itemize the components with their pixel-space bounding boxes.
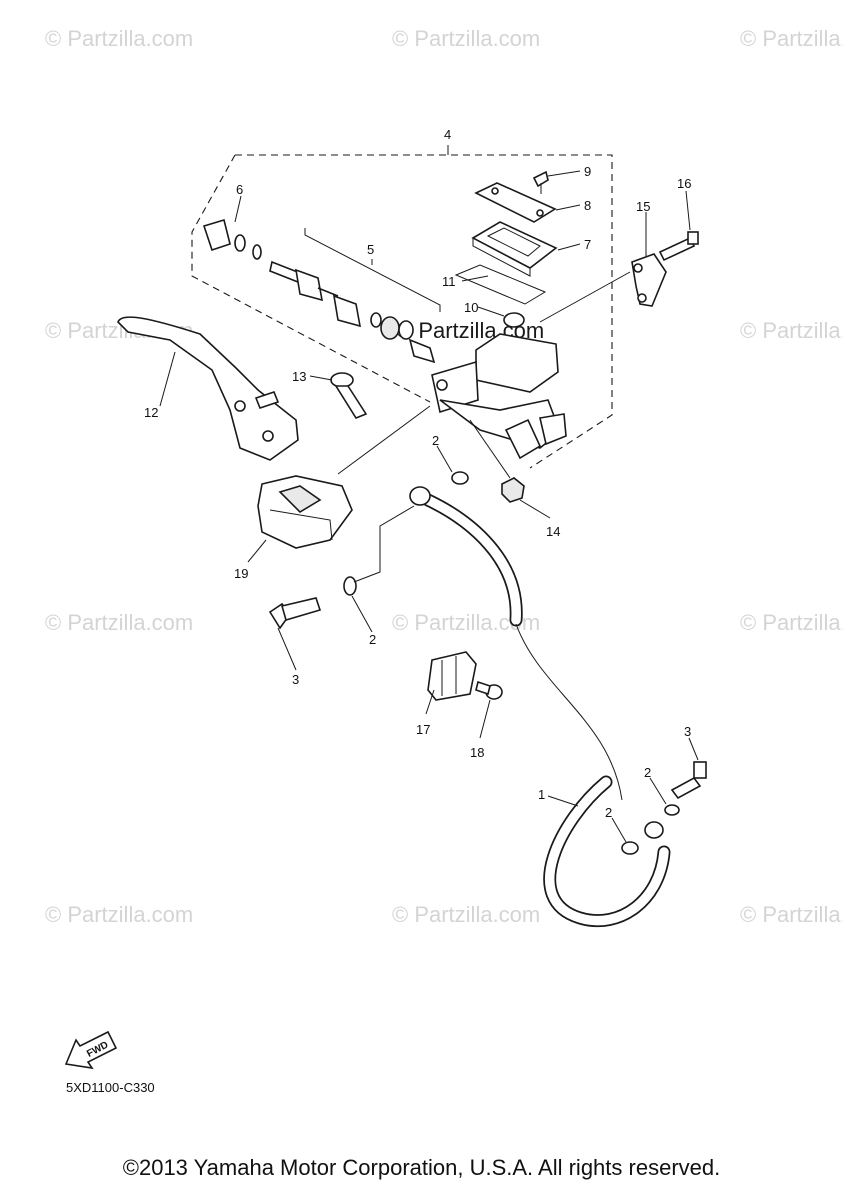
leader-lines [159, 170, 699, 843]
callout-6: 6 [236, 182, 243, 197]
callout-15: 15 [636, 199, 650, 214]
nut-part-14 [501, 477, 525, 503]
holder-part-15 [631, 253, 667, 307]
callout-2: 2 [369, 632, 376, 647]
banjo-bolt-part-3-lower [670, 761, 707, 800]
banjo-bolt-part-3-upper [268, 597, 322, 630]
callout-9: 9 [584, 164, 591, 179]
callout-1: 1 [538, 787, 545, 802]
callout-16: 16 [677, 176, 691, 191]
assembly-boundary [191, 145, 613, 469]
diaphragm-part-10 [503, 312, 525, 328]
watermark: © Partzilla.com [740, 26, 843, 51]
callout-18: 18 [470, 745, 484, 760]
master-cylinder-body-part-4 [431, 333, 567, 460]
piston-kit-part-5 [269, 260, 436, 364]
callout-13: 13 [292, 369, 306, 384]
washers-part-2 [343, 471, 680, 855]
callout-8: 8 [584, 198, 591, 213]
clamp-part-17 [427, 651, 477, 701]
pivot-bolt-part-13 [330, 372, 368, 419]
callout-bracket-5 [304, 228, 441, 312]
callout-numbers: 4 6 5 9 8 7 11 10 15 16 12 13 2 14 19 2 … [144, 127, 691, 820]
callout-17: 17 [416, 722, 430, 737]
callout-3: 3 [292, 672, 299, 687]
callout-2: 2 [605, 805, 612, 820]
watermark: © Partzilla.com [45, 610, 193, 635]
clutch-hose-part-1 [409, 486, 671, 928]
watermark: © Partzilla.com [740, 318, 843, 343]
callout-14: 14 [546, 524, 560, 539]
watermark: © Partzilla.com [740, 902, 843, 927]
callout-4: 4 [444, 127, 451, 142]
fwd-arrow-icon: FWD [64, 1030, 118, 1070]
callout-2: 2 [644, 765, 651, 780]
copyright-notice: ©2013 Yamaha Motor Corporation, U.S.A. A… [122, 1155, 721, 1180]
callout-19: 19 [234, 566, 248, 581]
diagram-code: 5XD1100-C330 [66, 1080, 155, 1095]
callout-7: 7 [584, 237, 591, 252]
watermark-grid: © Partzilla.com © Partzilla.com © Partzi… [45, 26, 843, 927]
clutch-lever-part-12 [117, 316, 299, 461]
switch-housing-part-19 [257, 475, 353, 549]
watermark: © Partzilla.com [45, 902, 193, 927]
callout-3: 3 [684, 724, 691, 739]
bolt-part-18 [475, 680, 503, 700]
callout-11: 11 [442, 274, 456, 289]
callout-10: 10 [464, 300, 478, 315]
watermark: © Partzilla.com [392, 902, 540, 927]
callout-2: 2 [432, 433, 439, 448]
watermark: © Partzilla.com [392, 26, 540, 51]
dust-boot-part-6 [202, 218, 262, 260]
watermark: © Partzilla.com [45, 26, 193, 51]
bolt-part-16 [658, 231, 699, 262]
callout-12: 12 [144, 405, 158, 420]
reservoir-cover-stack [454, 170, 558, 305]
callout-5: 5 [367, 242, 374, 257]
watermark: © Partzilla.com [740, 610, 843, 635]
